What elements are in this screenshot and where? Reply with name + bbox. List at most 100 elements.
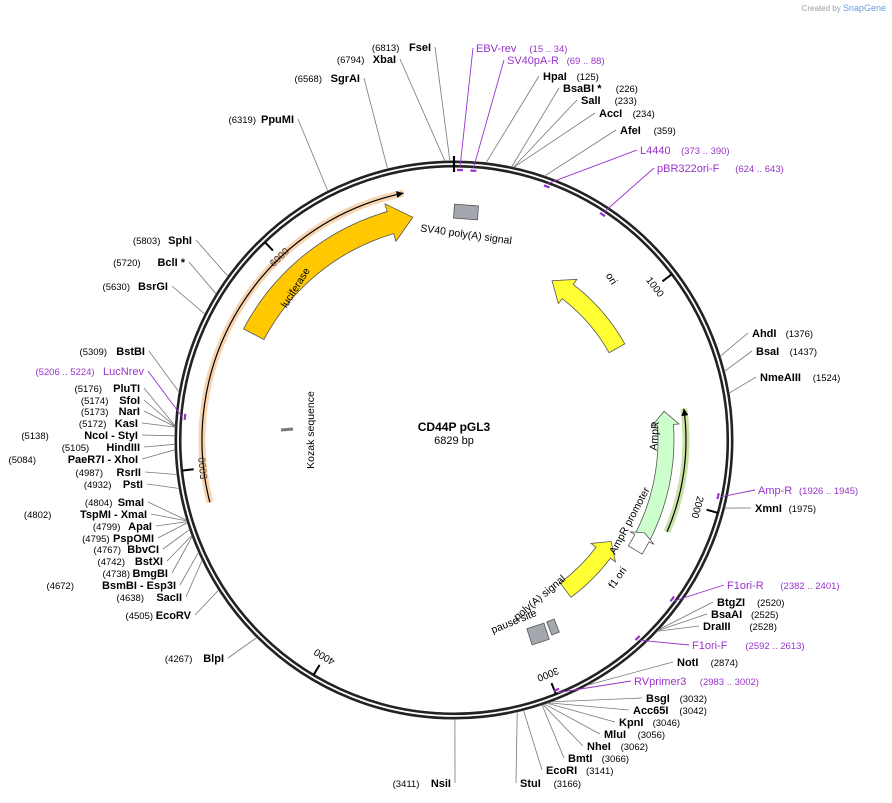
enzyme-mlui[interactable]: MluI(3056)	[544, 703, 665, 741]
enzyme-paer7i-xhoi[interactable]: PaeR7I - XhoI(5084)	[9, 449, 176, 466]
enzyme-name: XmnI	[755, 503, 782, 515]
enzyme-nari[interactable]: NarI(5173)	[81, 406, 176, 428]
enzyme-position: (4505)	[126, 611, 153, 622]
enzyme-leader	[399, 58, 446, 162]
enzyme-tspmi-xmai[interactable]: TspMI - XmaI(4802)	[24, 509, 188, 522]
primer-range: (624 .. 643)	[735, 164, 784, 175]
feature-kozak-mark[interactable]	[280, 427, 294, 432]
orf-line-0	[201, 192, 404, 503]
enzyme-bmgbi[interactable]: BmgBI(4738)	[103, 536, 193, 580]
primer-range: (373 .. 390)	[681, 146, 730, 157]
enzyme-bsaai[interactable]: BsaAI(2525)	[657, 609, 779, 632]
enzyme-noti[interactable]: NotI (2874)	[586, 657, 738, 686]
enzyme-bsabi[interactable]: BsaBI *(226)	[511, 83, 638, 168]
enzyme-pluti[interactable]: PluTI(5176)	[75, 383, 176, 427]
enzyme-afei[interactable]: AfeI(359)	[544, 125, 676, 177]
enzyme-blpi[interactable]: BlpI(4267)	[165, 637, 258, 665]
orf-line-1	[666, 408, 687, 533]
enzyme-name: AhdI	[752, 328, 776, 340]
enzyme-bstbi[interactable]: BstBI(5309)	[80, 346, 180, 393]
primer-ebv-rev[interactable]: EBV-rev(15 .. 34)	[456, 43, 567, 172]
enzyme-position: (4932)	[84, 480, 111, 491]
enzyme-ahdi[interactable]: AhdI(1376)	[719, 328, 813, 357]
primer-l4440[interactable]: L4440(373 .. 390)	[543, 145, 730, 189]
primer-lucnrev[interactable]: LucNrev(5206 .. 5224)	[35, 366, 187, 420]
primer-sv40pa-r[interactable]: SV40pA-R(69 .. 88)	[470, 55, 605, 173]
feature-pause-site-box[interactable]	[526, 622, 550, 646]
enzyme-draiii[interactable]: DraIII(2528)	[657, 621, 777, 633]
enzyme-xbai[interactable]: XbaI(6794)	[337, 54, 446, 162]
enzyme-sacii[interactable]: SacII(4638)	[117, 559, 203, 604]
enzyme-nmeaiii[interactable]: NmeAIII(1524)	[728, 372, 840, 394]
enzyme-position: (3411)	[393, 779, 420, 790]
enzyme-bsrgi[interactable]: BsrGI(5630)	[103, 281, 206, 315]
enzyme-bsai[interactable]: BsaI(1437)	[724, 346, 817, 372]
enzyme-ecorv[interactable]: EcoRV(4505)	[126, 589, 220, 622]
enzyme-kpni[interactable]: KpnI(3046)	[546, 702, 680, 729]
enzyme-leader	[434, 46, 451, 162]
enzyme-sfoi[interactable]: SfoI(5174)	[81, 395, 176, 427]
tick-4000	[312, 664, 321, 676]
enzyme-name: NarI	[119, 406, 140, 418]
primer-leader	[547, 149, 638, 185]
enzyme-position: (5138)	[21, 431, 48, 442]
enzyme-position: (226)	[616, 84, 638, 95]
enzyme-rsrii[interactable]: RsrII(4987)	[76, 467, 178, 479]
feature-luciferase[interactable]	[243, 203, 414, 341]
enzyme-position: (5084)	[9, 455, 36, 466]
enzyme-bbvci[interactable]: BbvCI(4767)	[94, 529, 190, 556]
enzyme-name: BbvCI	[127, 544, 159, 556]
feature-f1-ori[interactable]	[559, 540, 617, 598]
primer-leader	[473, 59, 505, 168]
primer-rvprimer3[interactable]: RVprimer3(2983 .. 3002)	[553, 676, 759, 694]
enzyme-pspomi[interactable]: PspOMI(4795)	[82, 522, 188, 545]
orf-head-1	[681, 408, 689, 417]
enzyme-name: BsaI	[756, 346, 779, 358]
enzyme-sali[interactable]: SalI(233)	[513, 95, 637, 168]
enzyme-hpai[interactable]: HpaI(125)	[485, 71, 599, 164]
enzyme-position: (5803)	[133, 236, 160, 247]
enzyme-sphi[interactable]: SphI(5803)	[133, 235, 229, 277]
enzyme-kasi[interactable]: KasI(5172)	[79, 418, 176, 430]
primer-pbr322ori-f[interactable]: pBR322ori-F(624 .. 643)	[599, 163, 784, 218]
enzyme-acci[interactable]: AccI(234)	[513, 108, 655, 168]
primer-amp-r[interactable]: Amp-R(1926 .. 1945)	[716, 485, 858, 500]
primer-f1ori-r[interactable]: F1ori-R(2382 .. 2401)	[669, 580, 840, 602]
enzyme-xmni[interactable]: XmnI(1975)	[724, 503, 816, 515]
enzyme-bstxi[interactable]: BstXI(4742)	[98, 535, 193, 568]
enzyme-ppumi[interactable]: PpuMI(6319)	[229, 114, 329, 192]
primer-range: (2983 .. 3002)	[700, 677, 759, 688]
enzyme-bmti[interactable]: BmtI(3066)	[541, 704, 629, 765]
enzyme-btgzi[interactable]: BtgZI(2520)	[658, 597, 785, 631]
enzyme-name: NotI	[677, 657, 698, 669]
enzyme-leader	[657, 625, 700, 632]
enzyme-sgrai[interactable]: SgrAI(6568)	[295, 73, 389, 170]
enzyme-ncoi-styi[interactable]: NcoI - StyI(5138)	[21, 430, 176, 442]
enzyme-nsii[interactable]: NsiI(3411)	[393, 718, 456, 790]
enzyme-smai[interactable]: SmaI(4804)	[85, 497, 188, 521]
enzyme-name: BsgI	[646, 693, 670, 705]
enzyme-fsei[interactable]: FseI(6813)	[372, 42, 451, 162]
enzyme-apai[interactable]: ApaI(4799)	[93, 521, 188, 533]
enzyme-psti[interactable]: PstI(4932)	[84, 479, 180, 491]
snapgene-brand[interactable]: SnapGene	[842, 3, 886, 13]
enzyme-nhei[interactable]: NheI(3062)	[542, 704, 648, 753]
enzyme-ecori[interactable]: EcoRI(3141)	[523, 710, 613, 777]
enzyme-stui[interactable]: StuI(3166)	[515, 711, 581, 790]
enzyme-hindiii[interactable]: HindIII(5105)	[62, 442, 176, 454]
primer-mark	[553, 687, 560, 692]
feature-polya-signal-box[interactable]	[546, 618, 560, 636]
feature-ori[interactable]	[551, 278, 626, 354]
enzyme-bsgi[interactable]: BsgI(3032)	[550, 693, 707, 705]
tick-6000	[263, 241, 274, 252]
primer-mark	[716, 493, 720, 500]
feature-sv40-polya-box[interactable]	[453, 203, 479, 221]
enzyme-acc65i[interactable]: Acc65I(3042)	[547, 702, 707, 717]
enzyme-bsmbi-esp3i[interactable]: BsmBI - Esp3I(4672)	[47, 551, 199, 592]
enzyme-bcli[interactable]: BclI *(5720)	[113, 257, 217, 295]
feature-ampr-promoter[interactable]	[627, 531, 655, 555]
enzyme-position: (2874)	[711, 658, 738, 669]
enzyme-leader	[143, 387, 176, 427]
primer-f1ori-f[interactable]: F1ori-F(2592 .. 2613)	[634, 635, 805, 652]
feature-ampr[interactable]	[635, 410, 681, 541]
